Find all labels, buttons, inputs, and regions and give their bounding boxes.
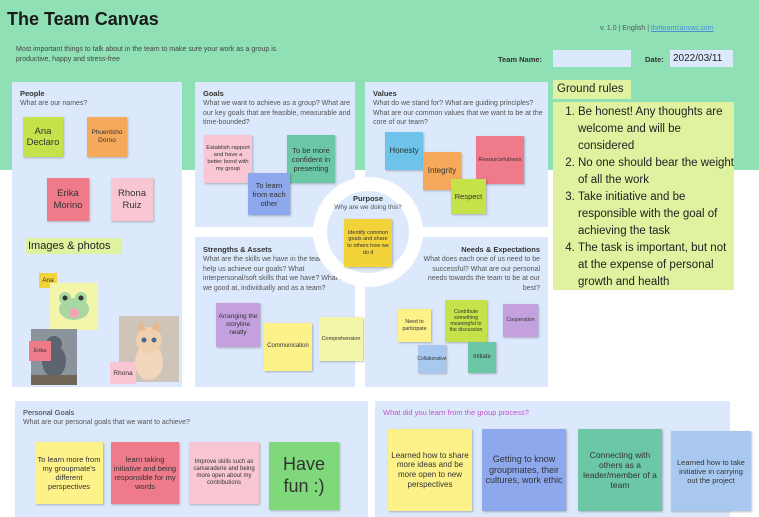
team-name-field[interactable] — [553, 50, 631, 67]
kitten-photo-image[interactable] — [119, 316, 179, 382]
personal-goals-note[interactable]: To learn more from my groupmate's differ… — [35, 442, 103, 504]
learn-note[interactable]: Getting to know groupmates, their cultur… — [482, 429, 566, 511]
frog-sticker-image[interactable] — [50, 283, 98, 330]
goals-note[interactable]: Establish rapport and have a better bond… — [204, 135, 252, 183]
personal-goals-panel: Personal Goals What are our personal goa… — [15, 401, 368, 517]
people-heading: People — [20, 89, 45, 98]
ground-rule-item: The task is important, but not at the ex… — [578, 240, 734, 291]
ground-rule-item: No one should bear the weight of all the… — [578, 155, 734, 189]
people-subheading: What are our names? — [20, 100, 88, 107]
ground-rules-title: Ground rules — [553, 80, 631, 99]
personal-goals-subheading: What are our personal goals that we want… — [23, 419, 190, 426]
image-label[interactable]: Erika — [29, 341, 51, 361]
image-label[interactable]: Rhona — [110, 362, 136, 384]
strengths-heading: Strengths & Assets — [203, 245, 272, 254]
values-heading: Values — [373, 89, 397, 98]
learn-note[interactable]: Learned how to take initiative in carryi… — [671, 431, 751, 511]
people-panel: People What are our names? Ana Declaro P… — [12, 82, 182, 387]
ground-rules-list: Be honest! Any thoughts are welcome and … — [556, 104, 734, 291]
people-note[interactable]: Rhona Ruiz — [111, 178, 153, 221]
version-text: v. 1.0 | English | — [600, 25, 651, 32]
goals-note[interactable]: To be more confident in presenting — [287, 135, 335, 183]
images-title: Images & photos — [26, 238, 122, 254]
purpose-subheading: Why are we doing this? — [334, 204, 402, 211]
needs-note[interactable]: Initiate — [468, 342, 496, 373]
people-note[interactable]: Phuentsho Dorno — [87, 117, 127, 157]
strengths-note[interactable]: Comprehension — [319, 317, 363, 361]
personal-goals-note[interactable]: Improve skills such as camaraderie and b… — [189, 442, 259, 504]
values-note[interactable]: Honesty — [385, 132, 423, 170]
values-subheading: What do we stand for? What are guiding p… — [373, 100, 543, 126]
needs-subheading: What does each one of us need to be succ… — [423, 256, 540, 292]
needs-note[interactable]: Cooperation — [503, 304, 538, 337]
learn-heading: What did you learn from the group proces… — [383, 408, 529, 417]
values-note[interactable]: Resourcefulness — [476, 136, 524, 184]
goals-note[interactable]: To learn from each other — [248, 173, 290, 215]
date-label: Date: — [645, 55, 664, 64]
version-info: v. 1.0 | English | theteamcanvas.com — [600, 25, 714, 32]
ground-rule-item: Be honest! Any thoughts are welcome and … — [578, 104, 734, 155]
learn-panel: What did you learn from the group proces… — [375, 401, 751, 517]
strengths-note[interactable]: Communication — [264, 323, 312, 371]
goals-heading: Goals — [203, 89, 224, 98]
strengths-note[interactable]: Arranging the storyline neatly — [216, 303, 260, 347]
needs-note[interactable]: Contribute something meaningful to the d… — [445, 300, 487, 342]
learn-note[interactable]: Connecting with others as a leader/membe… — [578, 429, 662, 511]
goals-subheading: What we want to achieve as a group? What… — [203, 100, 351, 126]
learn-note[interactable]: Learned how to share more ideas and be m… — [388, 429, 472, 511]
purpose-note[interactable]: Identify common goals and share to other… — [344, 219, 392, 267]
people-note[interactable]: Erika Morino — [47, 178, 89, 221]
personal-goals-heading: Personal Goals — [23, 408, 75, 417]
needs-note[interactable]: Need to participate — [398, 309, 431, 342]
strengths-subheading: What are the skills we have in the team … — [203, 256, 351, 292]
page-subtitle: Most important things to talk about in t… — [16, 46, 277, 63]
team-name-label: Team Name: — [498, 55, 543, 64]
ground-rules-box — [553, 102, 734, 290]
personal-goals-note[interactable]: Have fun :) — [269, 442, 339, 510]
values-note[interactable]: Respect — [451, 179, 486, 214]
needs-note[interactable]: Collaborative — [417, 345, 447, 373]
purpose-heading: Purpose — [352, 194, 383, 203]
site-link[interactable]: theteamcanvas.com — [650, 25, 714, 32]
page-title: The Team Canvas — [7, 9, 159, 29]
date-field[interactable]: 2022/03/11 — [670, 50, 733, 67]
ground-rule-item: Take initiative and be responsible with … — [578, 189, 734, 240]
people-note[interactable]: Ana Declaro — [23, 117, 63, 157]
needs-heading: Needs & Expectations — [461, 245, 540, 254]
values-note[interactable]: Integrity — [423, 152, 461, 190]
personal-goals-note[interactable]: learn taking initiative and being respon… — [111, 442, 179, 504]
